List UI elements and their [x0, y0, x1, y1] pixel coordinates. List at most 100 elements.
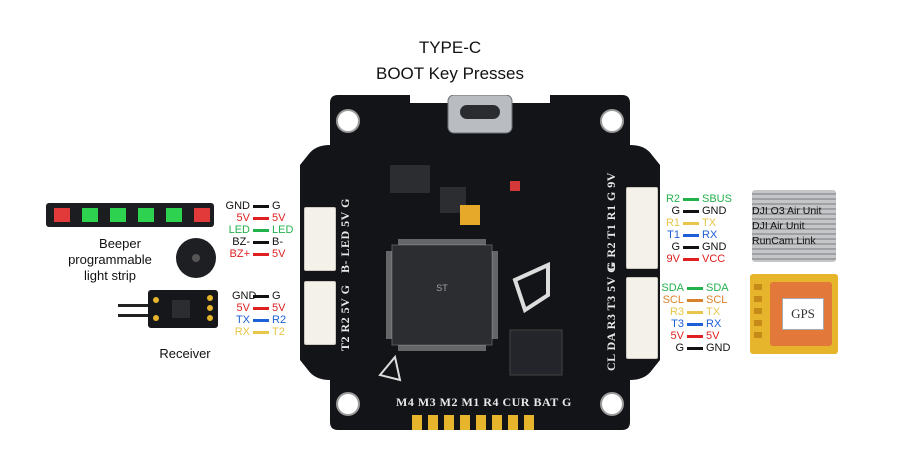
boot-key-label: BOOT Key Presses: [375, 64, 524, 83]
flight-controller-board: ST B- LED 5V G T2 R2 5V G G R2 T1 R1 G 9…: [300, 94, 660, 430]
pin-map-left-label: TX: [235, 314, 250, 326]
receiver-label: Receiver: [159, 346, 211, 361]
pin-map-right-label: G: [272, 200, 281, 212]
pin-map-left-label: G: [671, 205, 680, 217]
strip-label-line2: light strip: [83, 268, 137, 283]
led-strip-leds: [54, 208, 210, 222]
gps-pads: [754, 284, 762, 338]
pin-map-wire: [253, 228, 269, 232]
pin-map-left-label: T3: [671, 318, 684, 330]
pin-map-right-label: 5V: [706, 330, 720, 342]
status-led: [510, 181, 520, 191]
silk-left-bottom: T2 R2 5V G: [338, 284, 352, 351]
pin-map-row: RX T2: [232, 326, 300, 338]
pin-map-wire: [687, 298, 703, 302]
pin-map-wire: [687, 286, 703, 290]
pin-map-row: G GND: [662, 241, 742, 253]
pin-map-right-label: TX: [702, 217, 717, 229]
pin-map-right-label: VCC: [702, 253, 726, 265]
gps-label: GPS: [782, 298, 824, 330]
pin-map-wire: [253, 330, 269, 334]
pin-map-wire: [253, 204, 269, 208]
silk-right-top: G R2 T1 R1 G 9V: [604, 172, 618, 271]
motor-pads: [412, 415, 534, 430]
pin-map-right-label: B-: [272, 236, 283, 248]
pin-map-wire: [687, 346, 703, 350]
pin-map-wire: [683, 233, 699, 237]
mount-hole-bl: [336, 392, 360, 416]
mount-hole-br: [600, 392, 624, 416]
pin-map-right-label: SDA: [706, 282, 729, 294]
type-c-label: TYPE-C: [418, 38, 482, 57]
pin-map-row: R1 TX: [662, 217, 742, 229]
pin-map-right-label: RX: [702, 229, 718, 241]
mount-hole-tr: [600, 109, 624, 133]
connector-gps: [626, 277, 658, 359]
pin-map-wire: [253, 306, 269, 310]
pin-map-right-label: 5V: [272, 248, 286, 260]
pin-map-left-label: BZ+: [229, 248, 250, 260]
pin-map-row: BZ+ 5V: [222, 248, 300, 260]
silk-bottom: M4 M3 M2 M1 R4 CUR BAT G: [396, 395, 572, 409]
mcu-pins: [386, 239, 498, 351]
pin-map-left-label: GND: [225, 200, 250, 212]
pin-map-wire: [253, 318, 269, 322]
pin-map-wire: [683, 245, 699, 249]
pin-map-wire: [687, 322, 703, 326]
pin-map-right-label: 5V: [272, 212, 286, 224]
pin-map-left-label: GND: [232, 290, 257, 302]
pin-map-row: 9V VCC: [662, 253, 742, 265]
pin-map-right-label: T2: [272, 326, 285, 338]
pin-map-right-label: SCL: [706, 294, 728, 306]
pin-map-wire: [253, 216, 269, 220]
pin-map-left-label: R2: [665, 193, 680, 205]
pin-map-left-label: R3: [669, 306, 684, 318]
led-strip: [46, 203, 214, 227]
connector-receiver: [304, 281, 336, 345]
strip-label-line1: programmable: [68, 252, 152, 267]
pin-map-wire: [683, 197, 699, 201]
pin-map-left-label: 5V: [236, 302, 250, 314]
pin-map-right-label: RX: [706, 318, 722, 330]
pin-map-row: R2 SBUS: [662, 193, 742, 205]
pin-map-right-label: GND: [702, 241, 727, 253]
capacitor: [460, 205, 480, 225]
connector-vtx: [626, 187, 658, 269]
gps-module: GPS: [750, 274, 838, 354]
pin-map-left-label: G: [675, 342, 684, 354]
pin-map-left-label: G: [671, 241, 680, 253]
arrow-logo: [378, 354, 402, 382]
pin-map-left-label: RX: [234, 326, 250, 338]
silk-left-top: B- LED 5V G: [338, 198, 352, 273]
pin-map-right-label: GND: [702, 205, 727, 217]
vtx-module: DJI O3 Air Unit DJI Air Unit RunCam Link: [752, 190, 836, 262]
baro-chip: [390, 165, 430, 193]
connector-led-beeper: [304, 207, 336, 271]
vtx-line-1: DJI O3 Air Unit: [752, 205, 822, 217]
pin-map-left-label: SDA: [661, 282, 684, 294]
pin-map-left-label: LED: [228, 224, 250, 236]
vtx-line-2: DJI Air Unit: [752, 220, 805, 232]
receiver-icon: [118, 290, 218, 330]
pin-map-left-label: T1: [667, 229, 680, 241]
pin-map-wire: [253, 294, 269, 298]
pin-map-left-label: 9V: [666, 253, 680, 265]
pin-map-wire: [683, 209, 699, 213]
pin-map-row: T1 RX: [662, 229, 742, 241]
pin-map-row: T3 RX: [660, 318, 746, 330]
pin-map-left-label: R1: [665, 217, 680, 229]
pin-map-row: G GND: [662, 205, 742, 217]
usb-c-opening: [460, 105, 500, 119]
svg-text:ST: ST: [436, 283, 448, 293]
pin-map-row: BZ- B-: [222, 236, 300, 248]
mcu-chip: [391, 244, 493, 346]
pin-map-left-label: BZ-: [232, 236, 250, 248]
pin-map-right-label: SBUS: [702, 193, 732, 205]
